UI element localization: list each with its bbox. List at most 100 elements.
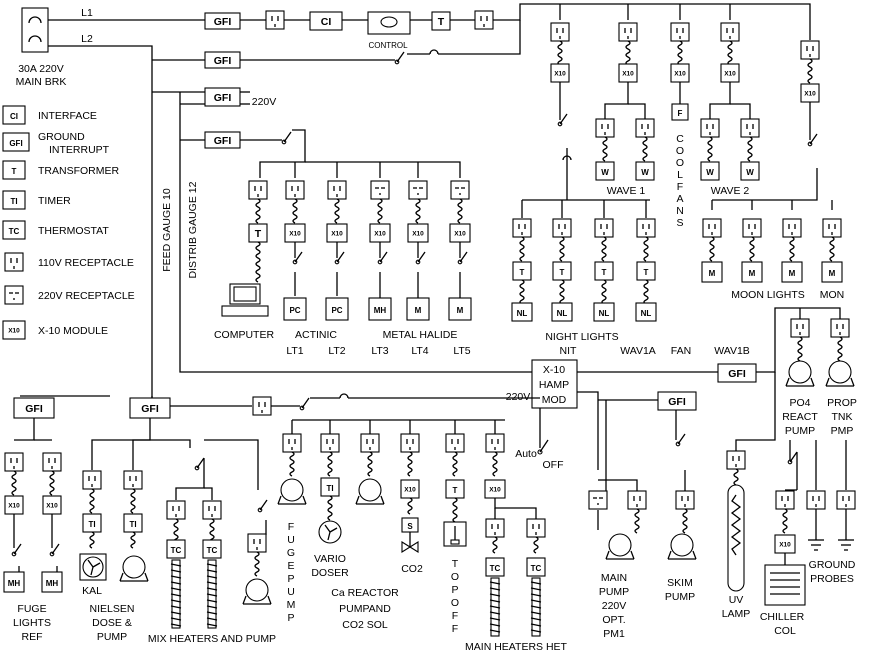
moon-light-label: M xyxy=(709,269,716,278)
switch-icon xyxy=(675,433,686,447)
gfi-fuge-label: GFI xyxy=(25,403,43,415)
gfi-2-label: GFI xyxy=(214,55,232,67)
x10-co2: X10 xyxy=(400,479,420,499)
x10-moon-label: X10 xyxy=(804,91,816,98)
actinic-lt2-label: PC xyxy=(331,306,342,315)
receptacle-110v-icon xyxy=(822,218,842,238)
x10-heaters-label: X10 xyxy=(489,487,501,494)
x10-lt2-label: X10 xyxy=(331,231,343,238)
wire xyxy=(730,103,751,120)
night-light: NL xyxy=(511,302,533,322)
halide-lt3: MH xyxy=(368,297,392,321)
power-cord xyxy=(749,236,755,262)
x10-moon: X10 xyxy=(800,83,820,103)
pump-icon xyxy=(119,555,149,582)
gfi-right-label: GFI xyxy=(728,368,746,380)
power-cord xyxy=(727,40,733,66)
night-lights-label: NIGHT LIGHTS xyxy=(545,331,618,343)
chiller-l1: CHILLER xyxy=(760,611,805,623)
power-cord xyxy=(601,236,607,262)
wire xyxy=(712,168,818,201)
hamp-line3: MOD xyxy=(542,394,567,406)
receptacle-110v-icon xyxy=(166,500,186,520)
gfi-220v-label: GFI xyxy=(214,92,232,104)
uv-l1: UV xyxy=(729,594,744,606)
ca-l1: Ca REACTOR xyxy=(331,587,399,599)
receptacle-220v-icon xyxy=(4,285,24,305)
gfi-skim: GFI xyxy=(657,391,697,411)
receptacle-220v-icon xyxy=(370,180,390,200)
transformer-nl: T xyxy=(594,261,614,281)
receptacle-110v-icon xyxy=(552,218,572,238)
receptacle-110v-icon xyxy=(247,533,267,553)
receptacle-110v-icon xyxy=(775,490,795,510)
legend-label-6: 220V RECEPTACLE xyxy=(38,290,135,302)
receptacle-110v-icon xyxy=(526,518,546,538)
power-cord xyxy=(11,470,17,496)
nielsen-l3: PUMP xyxy=(97,631,127,643)
interface-box-label: CI xyxy=(321,16,332,28)
wire xyxy=(14,418,35,441)
prop-l1: PROP xyxy=(827,397,857,409)
power-cord xyxy=(677,40,683,66)
wire xyxy=(628,103,646,120)
gfi-lower: GFI xyxy=(129,397,171,419)
x10-wave2: X10 xyxy=(720,63,740,83)
receptacle-220v-icon xyxy=(408,180,428,200)
power-cord xyxy=(733,468,739,486)
heater-icon xyxy=(530,577,542,637)
receptacle-110v-icon xyxy=(635,118,655,138)
thermostat-main: TC xyxy=(526,557,546,577)
fan-label: FAN xyxy=(671,345,691,357)
switch-icon xyxy=(807,133,818,147)
x10-nit-label: X10 xyxy=(554,71,566,78)
power-cord xyxy=(49,470,55,496)
gfi-skim-label: GFI xyxy=(668,396,686,408)
wire xyxy=(150,439,191,448)
fuge-l3: REF xyxy=(22,631,43,643)
halide-lt4-label: M xyxy=(415,306,422,315)
distrib-gauge-label: DISTRIB GAUGE 12 xyxy=(187,181,199,278)
legend-symbol-4-label: TC xyxy=(9,227,20,236)
transformer-nl-label: T xyxy=(520,268,525,277)
switch-icon xyxy=(377,251,388,265)
uv-lamp-icon xyxy=(727,484,745,592)
main-pump-l1: MAIN xyxy=(601,572,627,584)
gfi-2: GFI xyxy=(204,51,241,69)
wave-pump-label: W xyxy=(706,168,714,177)
hamp-220v-label: 220V xyxy=(506,391,531,403)
wire xyxy=(709,82,731,120)
computer-icon xyxy=(221,283,269,317)
receptacle-110v-icon xyxy=(627,490,647,510)
wire xyxy=(604,82,629,120)
solenoid: S xyxy=(401,517,419,533)
hamp-line1: X-10 xyxy=(543,364,565,376)
receptacle-220v-icon xyxy=(588,490,608,510)
receptacle-110v-icon xyxy=(830,318,850,338)
switch-icon xyxy=(787,451,798,465)
interface-box: CI xyxy=(309,11,343,31)
power-cord xyxy=(255,198,261,224)
switch-icon xyxy=(334,251,345,265)
mon-label: MON xyxy=(820,289,845,301)
fan-box-label: F xyxy=(678,109,683,118)
lt4-label: LT4 xyxy=(411,345,428,357)
moon-light: M xyxy=(701,261,723,283)
power-cord xyxy=(130,488,136,514)
transformer-computer-label: T xyxy=(255,228,262,240)
po4-l2: REACT xyxy=(782,411,818,423)
x10-lt4: X10 xyxy=(407,223,429,243)
power-cord xyxy=(829,236,835,262)
pump-icon xyxy=(605,533,635,560)
power-cord xyxy=(89,531,95,549)
switch-icon xyxy=(299,397,310,411)
receptacle-110v-icon xyxy=(512,218,532,238)
thermostat-main-label: TC xyxy=(531,564,542,573)
x10-wave2-label: X10 xyxy=(724,71,736,78)
night-light: NL xyxy=(551,302,573,322)
receptacle-110v-icon xyxy=(202,500,222,520)
legend-symbol-1: GFI xyxy=(2,132,30,152)
receptacle-110v-icon xyxy=(700,118,720,138)
